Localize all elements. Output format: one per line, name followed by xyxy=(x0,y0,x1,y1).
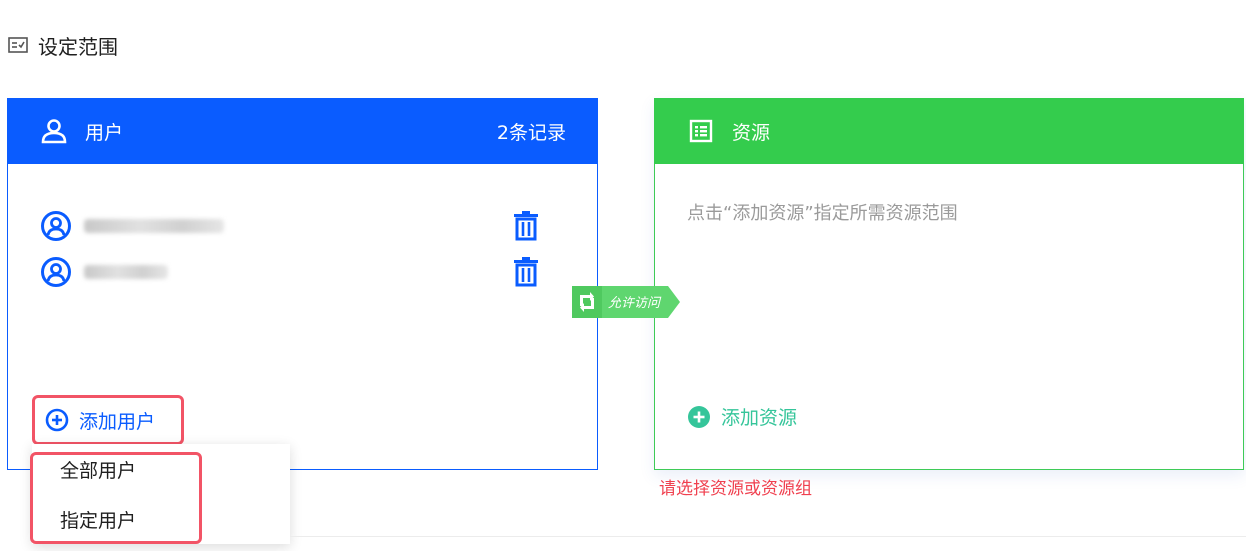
user-icon xyxy=(41,119,67,144)
allow-access-tag: 允许访问 xyxy=(572,286,682,318)
section-title: 设定范围 xyxy=(8,30,118,60)
users-record-count: 2条记录 xyxy=(496,121,566,144)
allow-access-label: 允许访问 xyxy=(608,296,661,311)
add-resource-button[interactable]: 添加资源 xyxy=(687,403,797,430)
plus-circle-icon xyxy=(45,408,69,432)
users-panel-header: 用户 2条记录 xyxy=(7,98,598,164)
resources-panel: 资源 点击“添加资源”指定所需资源范围 添加资源 xyxy=(654,98,1244,470)
user-list-item xyxy=(40,209,538,243)
users-panel-title: 用户 xyxy=(85,121,124,144)
user-name-blurred xyxy=(84,265,168,279)
arrow-tag-shape xyxy=(572,286,680,318)
user-name-blurred xyxy=(84,219,224,233)
checklist-icon xyxy=(8,37,28,53)
resources-panel-header: 资源 xyxy=(654,98,1244,164)
dropdown-item-all-users[interactable]: 全部用户 xyxy=(60,460,137,482)
user-list-item xyxy=(40,255,538,289)
validation-error: 请选择资源或资源组 xyxy=(659,479,812,499)
users-panel: 用户 2条记录 xyxy=(7,98,598,470)
add-user-button[interactable]: 添加用户 xyxy=(32,395,184,445)
add-resource-label: 添加资源 xyxy=(721,407,798,429)
add-user-dropdown: 全部用户 指定用户 xyxy=(32,444,290,544)
user-circle-icon xyxy=(41,211,71,241)
dropdown-item-specified-users[interactable]: 指定用户 xyxy=(60,510,137,532)
trash-icon[interactable] xyxy=(512,211,540,241)
plus-circle-icon xyxy=(688,405,710,428)
resources-panel-title: 资源 xyxy=(732,121,771,144)
bottom-divider xyxy=(290,536,1246,537)
resource-hint-text: 点击“添加资源”指定所需资源范围 xyxy=(687,203,958,224)
user-circle-icon xyxy=(41,257,71,287)
list-document-icon xyxy=(689,119,713,143)
add-user-label: 添加用户 xyxy=(79,410,156,433)
section-title-text: 设定范围 xyxy=(38,34,118,59)
trash-icon[interactable] xyxy=(512,257,540,287)
